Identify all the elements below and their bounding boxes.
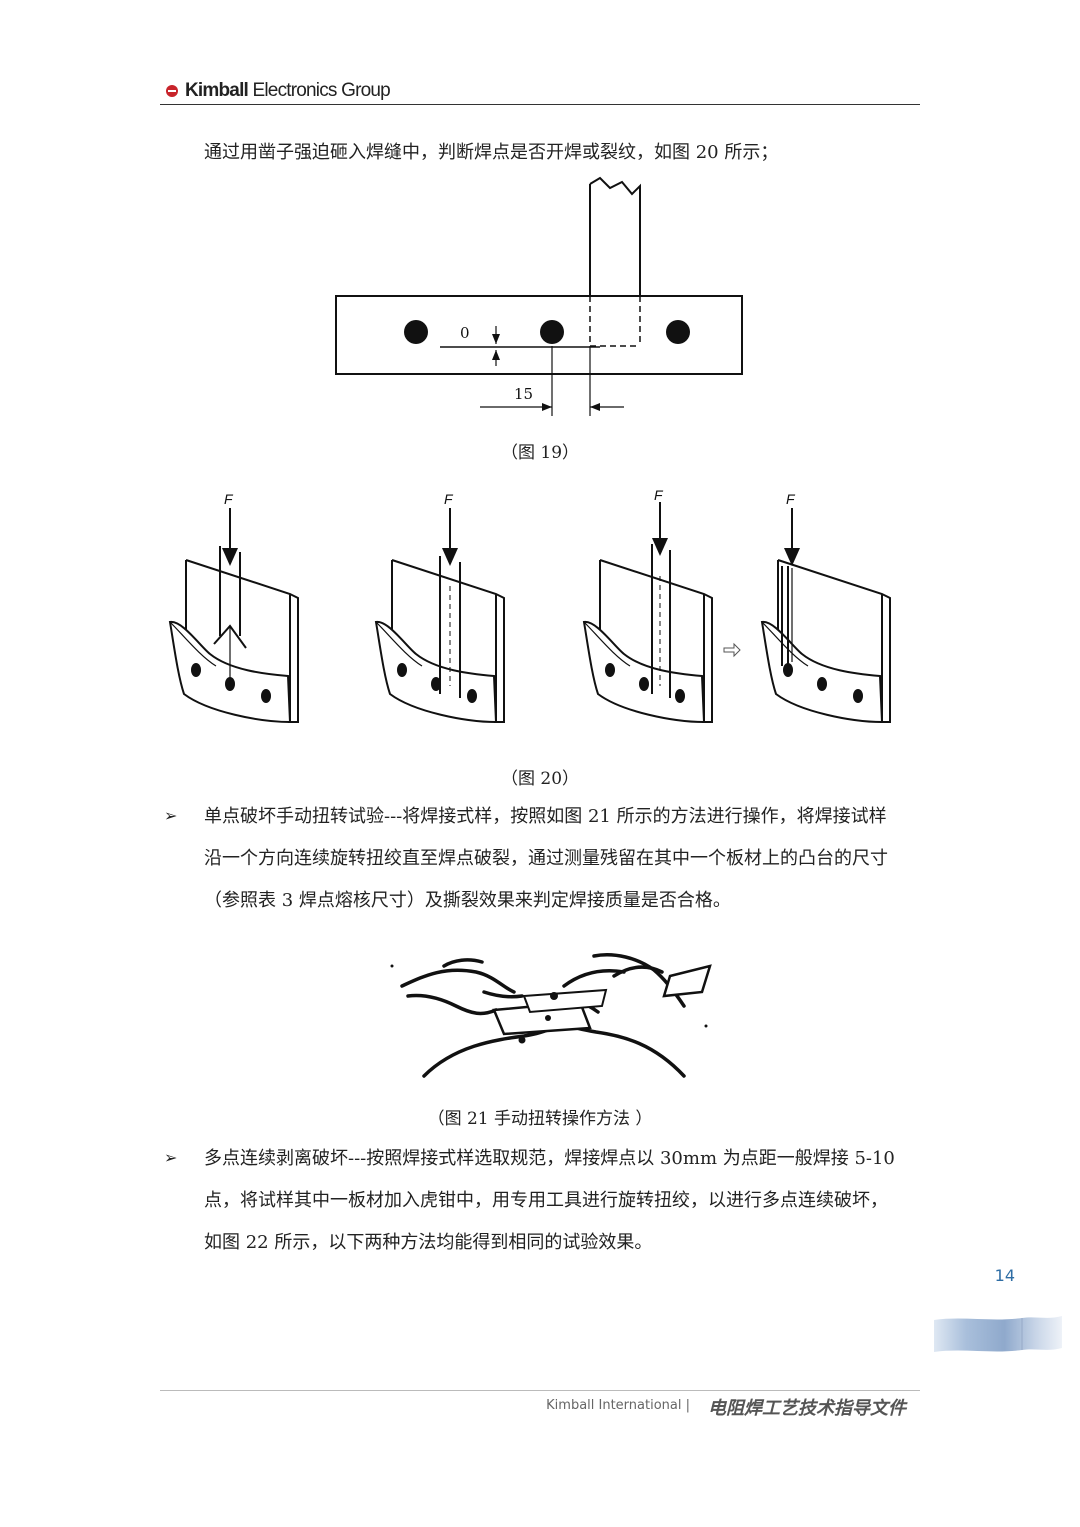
list-item-single-point-test: 单点破坏手动扭转试验---将焊接式样，按照如图 21 所示的方法进行操作，将焊接… (204, 806, 888, 911)
figure-19-caption: （图 19） (500, 443, 580, 463)
bullet-arrow-icon: ➢ (164, 1148, 178, 1167)
figure-20-caption: （图 20） (500, 769, 580, 789)
figure-20-step-3: F (583, 487, 713, 723)
dimension-15-label: 15 (514, 385, 533, 403)
figure-21-illustration (390, 953, 712, 1078)
intro-paragraph: 通过用凿子强迫砸入焊缝中，判断焊点是否开焊或裂纹，如图 20 所示； (204, 142, 779, 163)
figure-20-diagram: F F F F (169, 487, 891, 723)
page-number: 14 (994, 1266, 1015, 1285)
dimension-0-label: 0 (460, 324, 470, 342)
header-divider (160, 104, 920, 105)
figure-20-step-4: F (761, 491, 891, 723)
bullet-arrow-icon: ➢ (164, 806, 178, 825)
figure-20-step-1: F (169, 491, 299, 723)
figure-21-caption: （图 21 手动扭转操作方法 ） (427, 1109, 653, 1129)
footer-divider (160, 1390, 920, 1391)
svg-text:F: F (786, 491, 796, 507)
svg-text:F: F (654, 487, 664, 503)
figure-20-step-2: F (375, 491, 505, 723)
company-logo: Kimball Electronics Group (166, 78, 391, 104)
footer-organization: Kimball International | (546, 1398, 690, 1413)
list-item-multi-point-test: 多点连续剥离破坏---按照焊接式样选取规范，焊接焊点以 30mm 为点距一般焊接… (204, 1148, 895, 1253)
footer-document-title: 电阻焊工艺技术指导文件 (708, 1398, 906, 1419)
svg-text:F: F (224, 491, 234, 507)
logo-mark-icon (166, 85, 178, 97)
logo-text: Kimball Electronics Group (185, 80, 391, 101)
figure-19-diagram: 0 15 (335, 176, 743, 416)
svg-text:F: F (444, 491, 454, 507)
page-corner-decoration (934, 1316, 1062, 1352)
